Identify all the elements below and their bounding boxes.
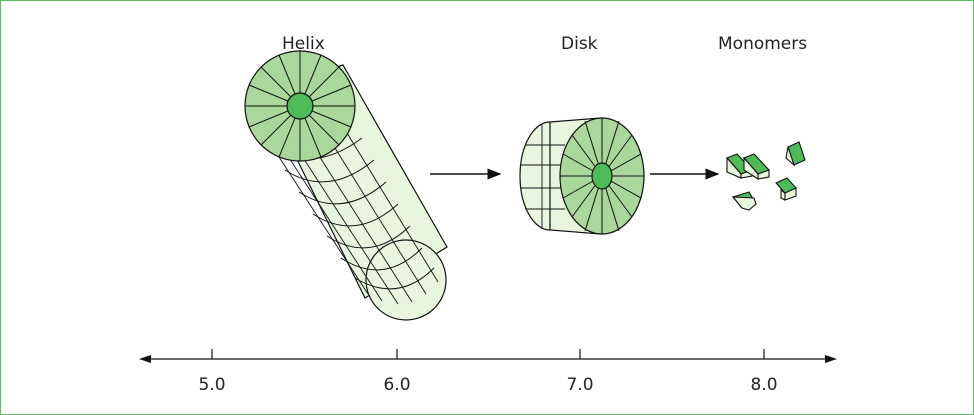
ph-axis <box>139 349 837 363</box>
monomers <box>726 141 806 211</box>
tick-label-8: 8.0 <box>750 375 778 395</box>
tick-label-5: 5.0 <box>198 375 226 395</box>
monomers-label: Monomers <box>718 34 808 54</box>
tick-label-7: 7.0 <box>566 375 594 395</box>
helix-cylinder <box>244 50 448 321</box>
helix-label: Helix <box>282 34 325 54</box>
tick-label-6: 6.0 <box>383 375 411 395</box>
disk-label: Disk <box>561 34 598 54</box>
disk <box>519 117 645 235</box>
